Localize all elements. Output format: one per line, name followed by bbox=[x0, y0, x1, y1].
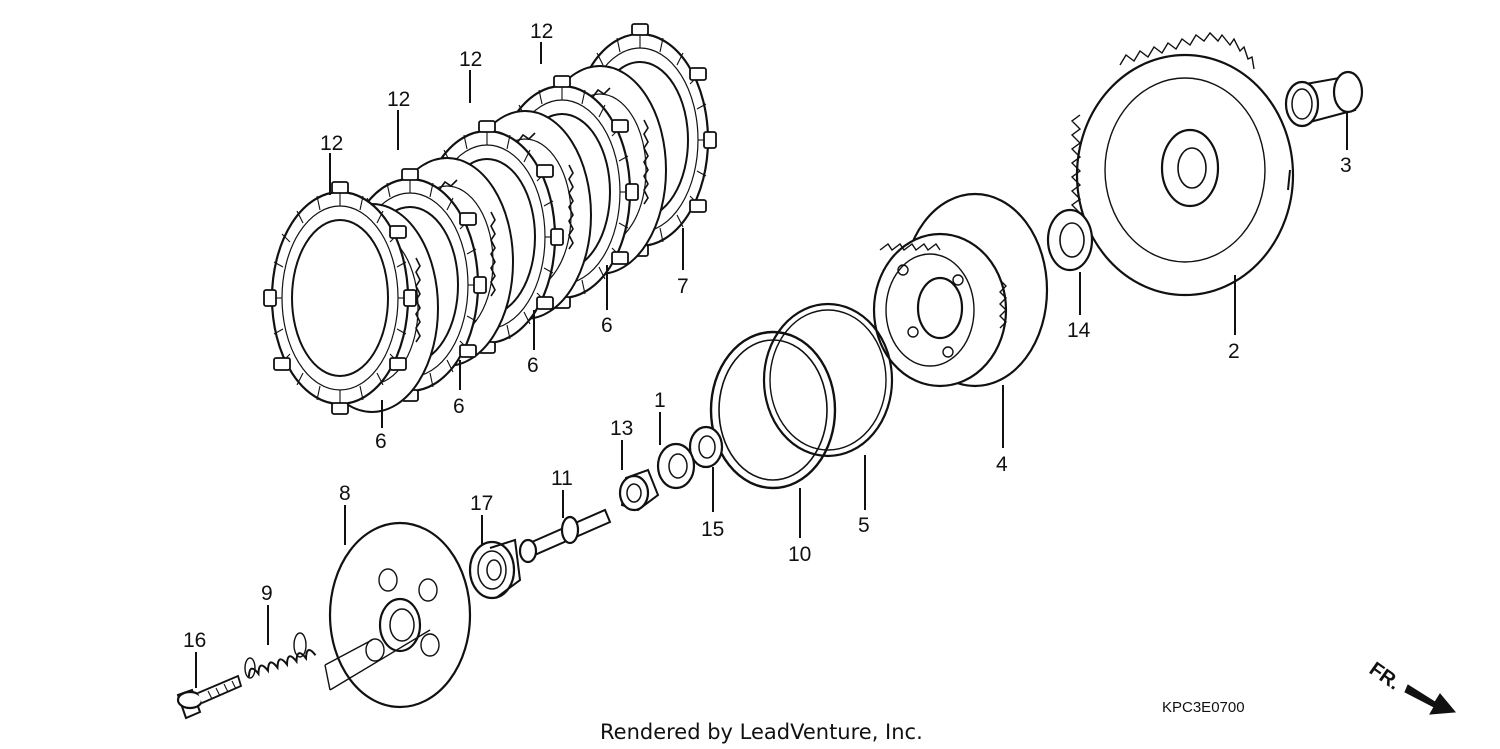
callout-6-c: 6 bbox=[527, 354, 539, 377]
washer-14 bbox=[1046, 208, 1094, 272]
callout-1: 1 bbox=[654, 389, 666, 412]
callout-15: 15 bbox=[701, 518, 724, 541]
flange-bolt-16 bbox=[176, 674, 243, 720]
front-arrow-icon bbox=[1404, 684, 1457, 715]
clutch-center bbox=[872, 192, 1049, 388]
callout-5: 5 bbox=[858, 514, 870, 537]
callout-8: 8 bbox=[339, 482, 351, 505]
callout-14: 14 bbox=[1067, 319, 1091, 342]
callout-12-b: 12 bbox=[387, 88, 410, 111]
callout-12-d: 12 bbox=[530, 20, 553, 43]
leader-lines bbox=[195, 42, 1348, 688]
callout-17: 17 bbox=[470, 492, 493, 515]
callout-16: 16 bbox=[183, 629, 206, 652]
callout-6-b: 6 bbox=[453, 395, 465, 418]
callout-4: 4 bbox=[996, 453, 1008, 476]
callout-9: 9 bbox=[261, 582, 273, 605]
callout-7: 7 bbox=[677, 275, 689, 298]
callout-13: 13 bbox=[610, 417, 633, 440]
front-direction-marker: FR. bbox=[1365, 658, 1457, 715]
pressure-plate-8 bbox=[324, 521, 472, 709]
callout-12-c: 12 bbox=[459, 48, 482, 71]
callout-11: 11 bbox=[551, 467, 573, 490]
bearing-17 bbox=[468, 538, 522, 600]
clutch-plate-stack bbox=[262, 22, 718, 416]
washer-15 bbox=[688, 425, 724, 469]
washer-1 bbox=[656, 442, 696, 490]
clutch-outer bbox=[1070, 31, 1295, 297]
callout-12-a: 12 bbox=[320, 132, 343, 155]
clutch-spring-9 bbox=[244, 632, 317, 679]
callout-2: 2 bbox=[1228, 340, 1240, 363]
render-credit: Rendered by LeadVenture, Inc. bbox=[600, 720, 923, 744]
callout-10: 10 bbox=[788, 543, 811, 566]
front-direction-label: FR. bbox=[1365, 658, 1404, 695]
callout-6-d: 6 bbox=[601, 314, 613, 337]
collar bbox=[1284, 70, 1364, 128]
lifter-rod-11 bbox=[518, 508, 612, 564]
callout-6-a: 6 bbox=[375, 430, 387, 453]
diagram-code: KPC3E0700 bbox=[1162, 699, 1245, 716]
lock-nut-13 bbox=[618, 468, 660, 512]
callout-labels: 12 12 12 12 6 6 6 6 7 3 2 14 4 5 10 15 1… bbox=[183, 20, 1352, 652]
ring-5 bbox=[762, 302, 894, 458]
callout-3: 3 bbox=[1340, 154, 1352, 177]
